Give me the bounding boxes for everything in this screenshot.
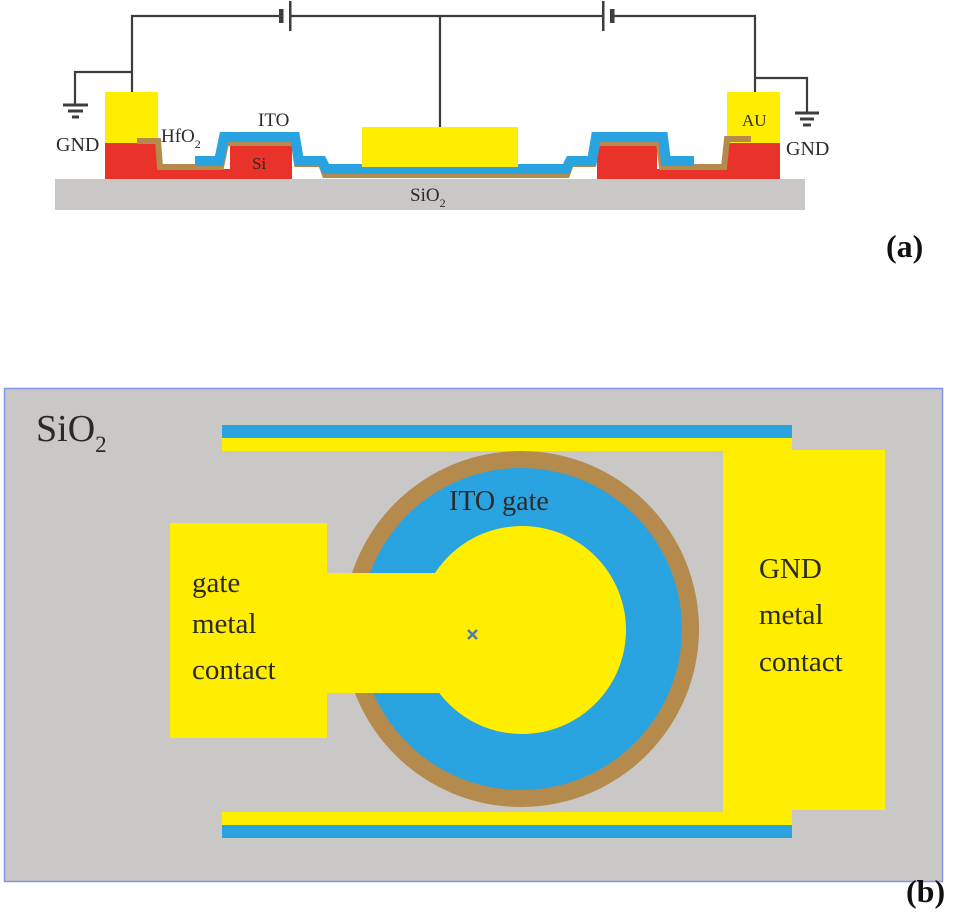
- ground-symbol-right: [795, 111, 819, 127]
- metal-stripe-bottom: [222, 812, 792, 825]
- center-x-marker: [467, 629, 478, 640]
- battery-symbol-left: [279, 1, 292, 31]
- gate-metal-contact-pad: [170, 523, 327, 738]
- panel-a-cross-section: GND HfO2 ITO Si SiO2 AU GND (a): [55, 1, 923, 264]
- label-hfo2: HfO2: [161, 126, 201, 151]
- panel-b-top-view: SiO2 ITO gate gate metal contact GND met…: [3, 387, 945, 909]
- wire-ground-left: [73, 70, 132, 104]
- battery-long-plate: [289, 1, 292, 31]
- gnd-metal-contact-pad: [723, 438, 885, 825]
- label-sio2-b: SiO2: [36, 408, 107, 457]
- label-gnd-right: GND: [786, 138, 829, 160]
- panel-b-tag: (b): [906, 873, 945, 909]
- label-sio2-b-sub: 2: [95, 432, 107, 457]
- battery-short-plate: [610, 9, 615, 23]
- contact-red-left: [105, 143, 158, 179]
- label-au: AU: [742, 111, 767, 130]
- metal-stripe-top: [222, 438, 792, 451]
- sio2-substrate: [55, 179, 805, 210]
- label-gnd-line3: contact: [759, 646, 843, 678]
- hfo2-layer: [137, 136, 751, 178]
- ito-stripe-bottom: [222, 825, 792, 838]
- ground-symbol-left: [63, 103, 88, 119]
- label-gnd-line2: metal: [759, 599, 823, 631]
- label-gate-line3: contact: [192, 654, 276, 686]
- wire-ground-right: [755, 76, 809, 112]
- wire-right-segment: [613, 14, 757, 92]
- label-gnd-metal-contact: GND metal contact: [759, 553, 843, 678]
- label-sio2-a-main: SiO: [410, 185, 440, 206]
- si-mesa-right: [597, 145, 657, 179]
- gate-metal-center: [362, 127, 518, 167]
- label-hfo2-main: HfO: [161, 126, 195, 147]
- label-gate-line2: metal: [192, 608, 256, 640]
- contact-metal-left: [105, 92, 158, 143]
- si-thin-layer-left: [157, 169, 235, 179]
- contact-red-right: [727, 143, 780, 179]
- battery-long-plate: [602, 1, 605, 31]
- si-mesa-left: [230, 145, 292, 179]
- label-ito: ITO: [258, 110, 289, 131]
- label-gate-metal-contact: gate metal contact: [192, 567, 276, 686]
- gate-metal-center-disc: [418, 526, 626, 734]
- label-sio2-a: SiO2: [410, 185, 446, 210]
- label-gnd-left: GND: [56, 134, 99, 156]
- ito-stripe-top: [222, 425, 792, 438]
- si-thin-layer-right: [650, 169, 730, 179]
- battery-short-plate: [279, 9, 284, 23]
- label-sio2-b-main: SiO: [36, 408, 95, 450]
- label-si: Si: [252, 154, 266, 173]
- battery-symbol-right: [602, 1, 615, 31]
- ito-layer: [195, 132, 694, 174]
- label-ito-gate: ITO gate: [449, 486, 549, 517]
- contact-metal-right-au: [727, 92, 780, 143]
- label-sio2-a-sub: 2: [440, 196, 446, 210]
- label-gate-line1: gate: [192, 567, 240, 599]
- wire-left-segment: [130, 14, 281, 92]
- panel-a-tag: (a): [886, 228, 923, 264]
- label-hfo2-sub: 2: [195, 137, 201, 151]
- label-gnd-line1: GND: [759, 553, 822, 585]
